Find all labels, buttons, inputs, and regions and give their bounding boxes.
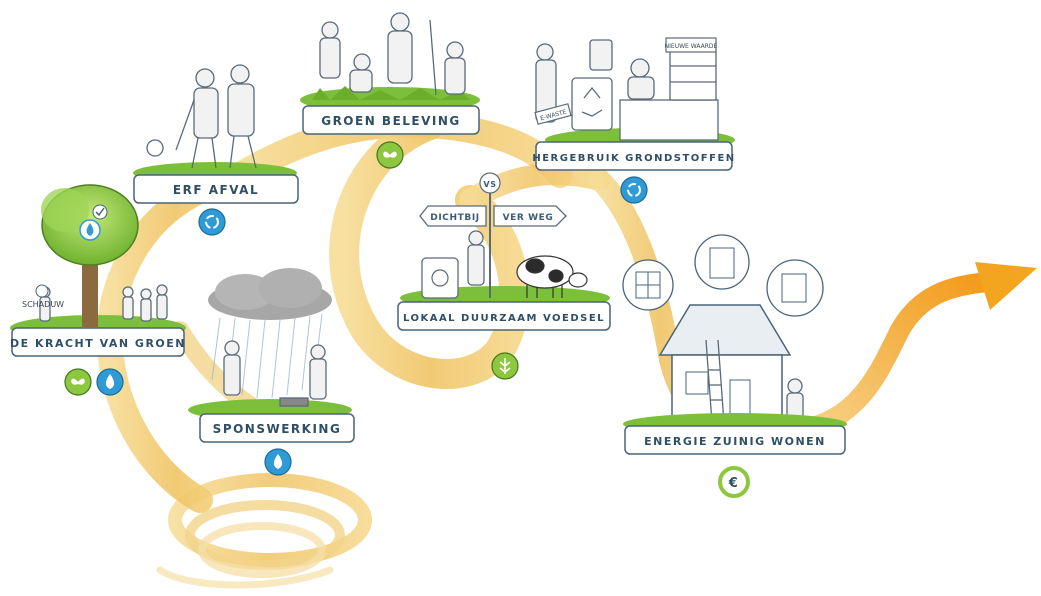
spons-label: SPONSWERKING bbox=[213, 422, 342, 436]
check-bubble-icon bbox=[92, 204, 108, 220]
insulation-bubble bbox=[766, 259, 824, 317]
path-lokaal-loop bbox=[329, 110, 530, 389]
window-bubble bbox=[694, 234, 750, 290]
euro-symbol: € bbox=[728, 476, 740, 491]
groen-label: GROEN BELEVING bbox=[321, 114, 461, 128]
spiral-loop-2 bbox=[185, 500, 345, 570]
kracht-label: DE KRACHT VAN GROEN bbox=[10, 337, 186, 350]
lokaal-label: LOKAAL DUURZAAM VOEDSEL bbox=[403, 313, 605, 324]
schaduw-note: SCHADUW bbox=[22, 300, 64, 309]
sign-dichtbij bbox=[419, 205, 487, 227]
hergebruik-label: HERGEBRUIK GRONDSTOFFEN bbox=[532, 153, 735, 164]
vs-bubble bbox=[479, 172, 501, 194]
energie-label: ENERGIE ZUINIG WONEN bbox=[644, 435, 826, 448]
station-sponswerking: SPONSWERKING bbox=[188, 268, 355, 476]
food-bag bbox=[421, 257, 459, 299]
recycle-bin bbox=[571, 77, 613, 131]
station-lokaal: VS DICHTBIJ VER WEG LOKAAL DUURZAAM VOED… bbox=[397, 172, 611, 380]
recycle-icon-erf bbox=[198, 208, 226, 236]
house-roof bbox=[658, 304, 792, 356]
future-arrow bbox=[790, 262, 1037, 440]
ladder bbox=[705, 339, 725, 424]
spiral-loop-3 bbox=[198, 522, 326, 578]
station-erf-afval: ERF AFVAL bbox=[133, 64, 299, 236]
tree-trunk bbox=[82, 250, 98, 328]
spiral-tail bbox=[156, 566, 334, 589]
svg-text:VER WEG: VER WEG bbox=[503, 213, 554, 223]
euro-icon bbox=[718, 466, 750, 498]
nieuwe-waarde-sign: NIEUWE WAARDE bbox=[665, 43, 718, 50]
station-kracht-van-groen: SCHADUW DE KRACHT VAN GROEN bbox=[10, 184, 186, 396]
sign-ver-weg bbox=[493, 205, 567, 227]
station-energie: ENERGIE ZUINIG WONEN € bbox=[622, 234, 847, 498]
cow bbox=[516, 255, 588, 298]
vs-text: VS bbox=[483, 180, 496, 189]
erf-label: ERF AFVAL bbox=[173, 183, 259, 197]
station-groen-beleving: GROEN BELEVING bbox=[300, 12, 480, 169]
recycle-icon-hergebruik bbox=[620, 176, 648, 204]
svg-text:DICHTBIJ: DICHTBIJ bbox=[430, 213, 479, 223]
